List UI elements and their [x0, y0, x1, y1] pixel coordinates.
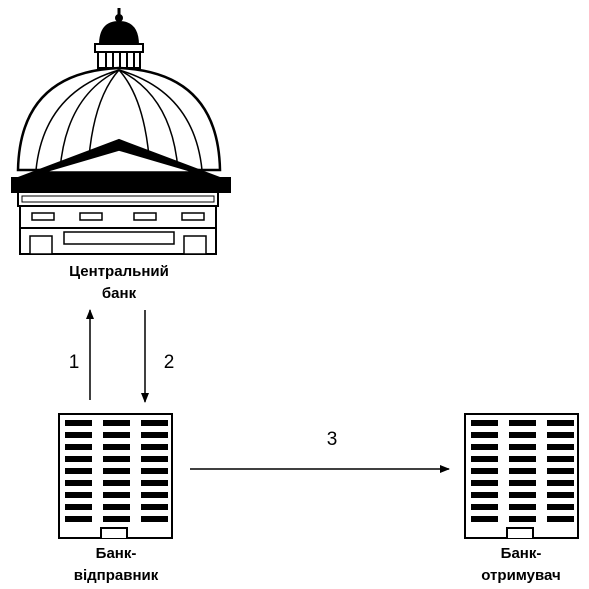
sender-bank-window-stripe	[141, 492, 168, 498]
sender-bank-window-stripe	[65, 432, 92, 438]
sender-bank-window-stripe	[103, 468, 130, 474]
sender-bank-window-stripe	[65, 420, 92, 426]
sender-bank-window-stripe	[65, 492, 92, 498]
sender-bank-window-stripe	[141, 444, 168, 450]
sender-bank-label: Банк-	[96, 545, 137, 562]
sender-bank-window-stripe	[65, 504, 92, 510]
receiver-bank-window-stripe	[471, 480, 498, 486]
receiver-bank-window-stripe	[509, 492, 536, 498]
receiver-bank-building-icon	[464, 413, 579, 539]
sender-bank-window-stripe	[141, 432, 168, 438]
receiver-bank-window-stripe	[509, 456, 536, 462]
sender-bank-window-stripe	[65, 456, 92, 462]
receiver-bank-window-stripe	[471, 420, 498, 426]
sender-bank-window-stripe	[65, 480, 92, 486]
receiver-bank-window-stripe	[547, 504, 574, 510]
receiver-bank-window-stripe	[471, 468, 498, 474]
sender-bank-window-stripe	[141, 516, 168, 522]
sender-bank-window-stripe	[103, 432, 130, 438]
sender-bank-window-stripe	[141, 480, 168, 486]
receiver-bank-window-stripe	[471, 432, 498, 438]
receiver-bank-window-stripe	[547, 468, 574, 474]
sender-bank-window-stripe	[103, 504, 130, 510]
arrow-1-label: 1	[69, 352, 80, 373]
sender-bank-window-stripe	[103, 420, 130, 426]
receiver-bank-window-stripe	[547, 456, 574, 462]
receiver-bank-label-line2: отримувач	[481, 567, 560, 584]
receiver-bank-window-stripe	[509, 480, 536, 486]
receiver-bank-window-stripe	[471, 516, 498, 522]
arrow-2-label: 2	[164, 352, 175, 373]
receiver-bank-window-stripe	[471, 492, 498, 498]
receiver-bank-window-stripe	[547, 492, 574, 498]
sender-bank-window-stripe	[103, 492, 130, 498]
receiver-bank-window-stripe	[547, 516, 574, 522]
sender-bank-label-line2: відправник	[74, 567, 159, 584]
sender-bank-window-stripe	[141, 468, 168, 474]
central-bank-building-icon	[11, 8, 231, 255]
sender-bank-window-stripe	[141, 504, 168, 510]
sender-bank-window-stripe	[141, 420, 168, 426]
sender-bank-window-stripe	[103, 480, 130, 486]
sender-bank-window-stripe	[65, 468, 92, 474]
receiver-bank-window-stripe	[509, 432, 536, 438]
sender-bank-window-stripe	[141, 456, 168, 462]
receiver-bank-window-stripe	[547, 444, 574, 450]
central-bank-label-line2: банк	[102, 285, 137, 302]
sender-bank-window-stripe	[65, 516, 92, 522]
receiver-bank-window-stripe	[509, 420, 536, 426]
receiver-bank-label: Банк-	[501, 545, 542, 562]
receiver-bank-window-stripe	[471, 444, 498, 450]
sender-bank-window-stripe	[103, 444, 130, 450]
sender-bank-building-icon	[58, 413, 173, 539]
receiver-bank-window-stripe	[509, 516, 536, 522]
receiver-bank-window-stripe	[547, 420, 574, 426]
receiver-bank-window-stripe	[547, 480, 574, 486]
sender-bank-window-stripe	[103, 456, 130, 462]
receiver-bank-window-stripe	[509, 444, 536, 450]
receiver-bank-window-stripe	[509, 504, 536, 510]
sender-bank-window-stripe	[65, 444, 92, 450]
central-bank-label: Центральний	[69, 263, 169, 280]
arrow-3-label: 3	[327, 429, 338, 450]
receiver-bank-window-stripe	[471, 504, 498, 510]
receiver-bank-window-stripe	[509, 468, 536, 474]
sender-bank-window-stripe	[103, 516, 130, 522]
receiver-bank-window-stripe	[471, 456, 498, 462]
receiver-bank-window-stripe	[547, 432, 574, 438]
